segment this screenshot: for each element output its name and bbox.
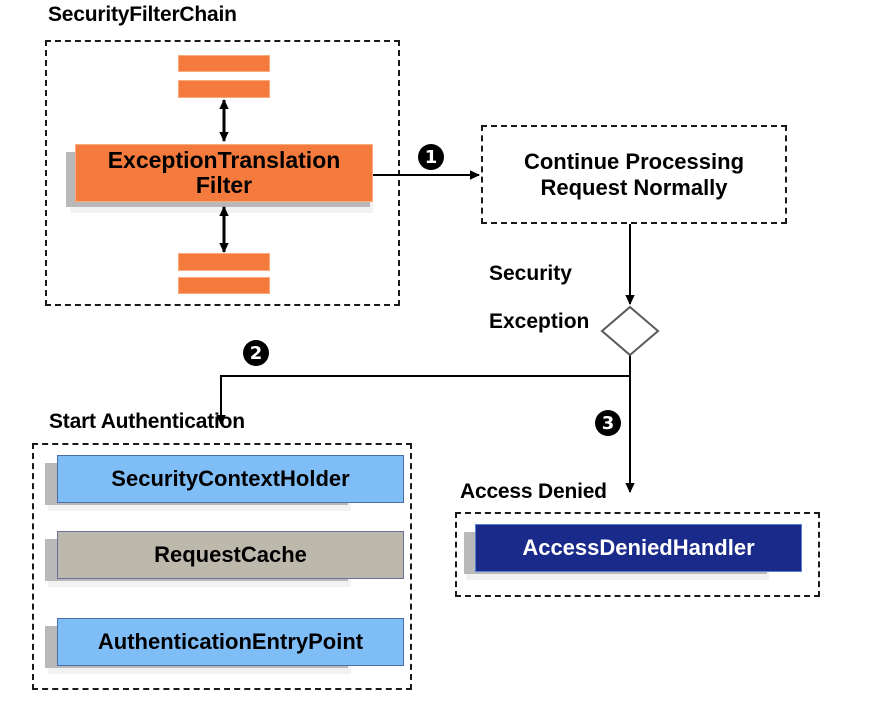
- filter-bar-bottom-1[interactable]: [178, 253, 270, 271]
- wire-2-start-authentication: [216, 375, 630, 425]
- node-label: RequestCache: [154, 542, 307, 568]
- node-label: SecurityContextHolder: [111, 466, 350, 492]
- group-access-denied: [455, 512, 820, 597]
- edge-label-security-exception: Security Exception: [489, 238, 589, 359]
- decision-diamond: [600, 305, 660, 357]
- continue-processing-line1: Continue Processing: [523, 148, 745, 174]
- node-request-cache[interactable]: RequestCache: [57, 531, 404, 579]
- group-title-access-denied: Access Denied: [460, 480, 607, 503]
- node-authentication-entry-point[interactable]: AuthenticationEntryPoint: [57, 618, 404, 666]
- node-label-line2: Filter: [195, 172, 253, 198]
- group-security-filter-chain: [45, 40, 400, 306]
- badge-number: 2: [249, 342, 263, 364]
- node-exception-translation-filter[interactable]: ExceptionTranslation Filter: [75, 144, 373, 202]
- badge-number: 1: [424, 146, 438, 168]
- badge-number: 3: [601, 412, 615, 434]
- group-title-security-filter-chain: SecurityFilterChain: [48, 3, 237, 26]
- continue-processing-line2: Request Normally: [540, 174, 728, 200]
- node-access-denied-handler[interactable]: AccessDeniedHandler: [475, 524, 802, 572]
- node-label: AuthenticationEntryPoint: [97, 629, 364, 655]
- security-exception-line1: Security: [489, 262, 572, 286]
- group-title-start-authentication: Start Authentication: [49, 410, 245, 433]
- badge-step-1: 1: [418, 144, 444, 170]
- badge-step-3: 3: [595, 410, 621, 436]
- node-continue-processing-request-normally[interactable]: Continue Processing Request Normally: [481, 125, 787, 224]
- node-security-context-holder[interactable]: SecurityContextHolder: [57, 455, 404, 503]
- filter-bar-bottom-2[interactable]: [178, 277, 270, 294]
- security-exception-line2: Exception: [489, 310, 590, 334]
- badge-step-2: 2: [243, 340, 269, 366]
- node-label-line1: ExceptionTranslation: [107, 147, 341, 174]
- filter-bar-top-1[interactable]: [178, 55, 270, 72]
- group-start-authentication: [32, 443, 412, 690]
- filter-bar-top-2[interactable]: [178, 80, 270, 98]
- node-label: AccessDeniedHandler: [522, 535, 755, 561]
